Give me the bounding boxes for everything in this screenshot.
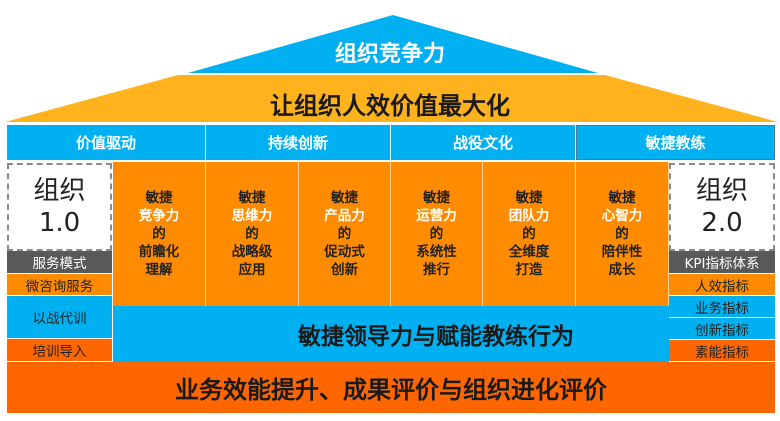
pillar-4: 敏捷 运营力 的 系统性 推行 xyxy=(391,162,483,306)
middle-band-label: 敏捷领导力与赋能教练行为 xyxy=(298,324,574,350)
pillar-line: 敏捷 xyxy=(331,190,358,206)
pillar-line: 运营力 xyxy=(416,208,457,224)
pillar-line: 团队力 xyxy=(508,208,550,224)
middle-band: 敏捷领导力与赋能教练行为 xyxy=(113,306,669,362)
pillar-line: 的 xyxy=(615,226,629,242)
pillar-line: 思维力 xyxy=(231,208,273,224)
header-value-driven: 价值驱动 xyxy=(7,125,206,160)
left-item-train-by-battle: 以战代训 xyxy=(7,296,112,339)
pillar-line: 陪伴性 xyxy=(601,244,643,260)
header-agile-coach: 敏捷教练 xyxy=(576,125,775,160)
org-1-box: 组织 1.0 xyxy=(7,163,112,251)
pillar-line: 成长 xyxy=(608,262,636,278)
pillar-1: 敏捷 竞争力 的 前瞻化 理解 xyxy=(113,162,206,306)
pillar-5: 敏捷 团队力 的 全维度 打造 xyxy=(483,162,576,306)
header-campaign-culture: 战役文化 xyxy=(391,125,576,160)
right-item-business: 业务指标 xyxy=(669,296,775,318)
pillar-line: 促动式 xyxy=(324,244,365,260)
pillar-2: 敏捷 思维力 的 战略级 应用 xyxy=(206,162,299,306)
org-2-title: 组织 xyxy=(695,176,748,206)
foundation-label: 业务效能提升、成果评价与组织进化评价 xyxy=(175,376,607,404)
foundation-band: 业务效能提升、成果评价与组织进化评价 xyxy=(7,362,775,413)
header-continuous-innovation: 持续创新 xyxy=(206,125,391,160)
org-1-title: 组织 xyxy=(33,176,86,206)
pillar-line: 敏捷 xyxy=(238,190,266,206)
pillar-line: 的 xyxy=(429,226,444,242)
pillar-line: 竞争力 xyxy=(138,208,180,224)
left-item-training-intro: 培训导入 xyxy=(7,339,112,362)
right-item-competency: 素能指标 xyxy=(669,340,775,362)
pillar-line: 应用 xyxy=(238,262,266,278)
pillar-line: 的 xyxy=(245,226,259,242)
pillar-3: 敏捷 产品力 的 促动式 创新 xyxy=(299,162,391,306)
pillar-line: 打造 xyxy=(515,262,543,278)
pillar-line: 创新 xyxy=(331,262,358,278)
org-2-box: 组织 2.0 xyxy=(669,163,775,251)
pillar-line: 的 xyxy=(152,226,166,242)
pillar-line: 产品力 xyxy=(324,208,365,224)
pillar-line: 敏捷 xyxy=(423,190,450,206)
pillar-line: 的 xyxy=(522,226,536,242)
pillar-line: 的 xyxy=(337,226,352,242)
pillar-line: 敏捷 xyxy=(145,190,173,206)
roof-shape xyxy=(5,15,778,122)
roof-triangle xyxy=(188,15,598,73)
pillar-line: 敏捷 xyxy=(608,190,636,206)
roof-top-label: 组织竞争力 xyxy=(334,42,445,67)
roof-second-label: 让组织人效价值最大化 xyxy=(270,92,510,120)
org-2-version: 2.0 xyxy=(701,208,743,238)
pillar-line: 全维度 xyxy=(508,244,550,260)
pillar-line: 推行 xyxy=(423,262,450,278)
right-item-innovation: 创新指标 xyxy=(669,318,775,340)
left-category: 服务模式 xyxy=(7,251,112,274)
pillar-line: 敏捷 xyxy=(515,190,543,206)
pillar-6: 敏捷 心智力 的 陪伴性 成长 xyxy=(576,162,669,306)
pillar-line: 前瞻化 xyxy=(138,244,180,260)
org-1-version: 1.0 xyxy=(38,208,81,238)
right-item-efficiency: 人效指标 xyxy=(669,274,775,296)
roof-trapezoid xyxy=(5,75,778,122)
pillar-line: 心智力 xyxy=(601,208,643,224)
pillar-line: 系统性 xyxy=(416,244,457,260)
right-category: KPI指标体系 xyxy=(669,251,775,274)
pillar-line: 战略级 xyxy=(231,244,273,260)
pillar-line: 理解 xyxy=(145,262,173,278)
left-item-micro-consulting: 微咨询服务 xyxy=(7,274,112,296)
